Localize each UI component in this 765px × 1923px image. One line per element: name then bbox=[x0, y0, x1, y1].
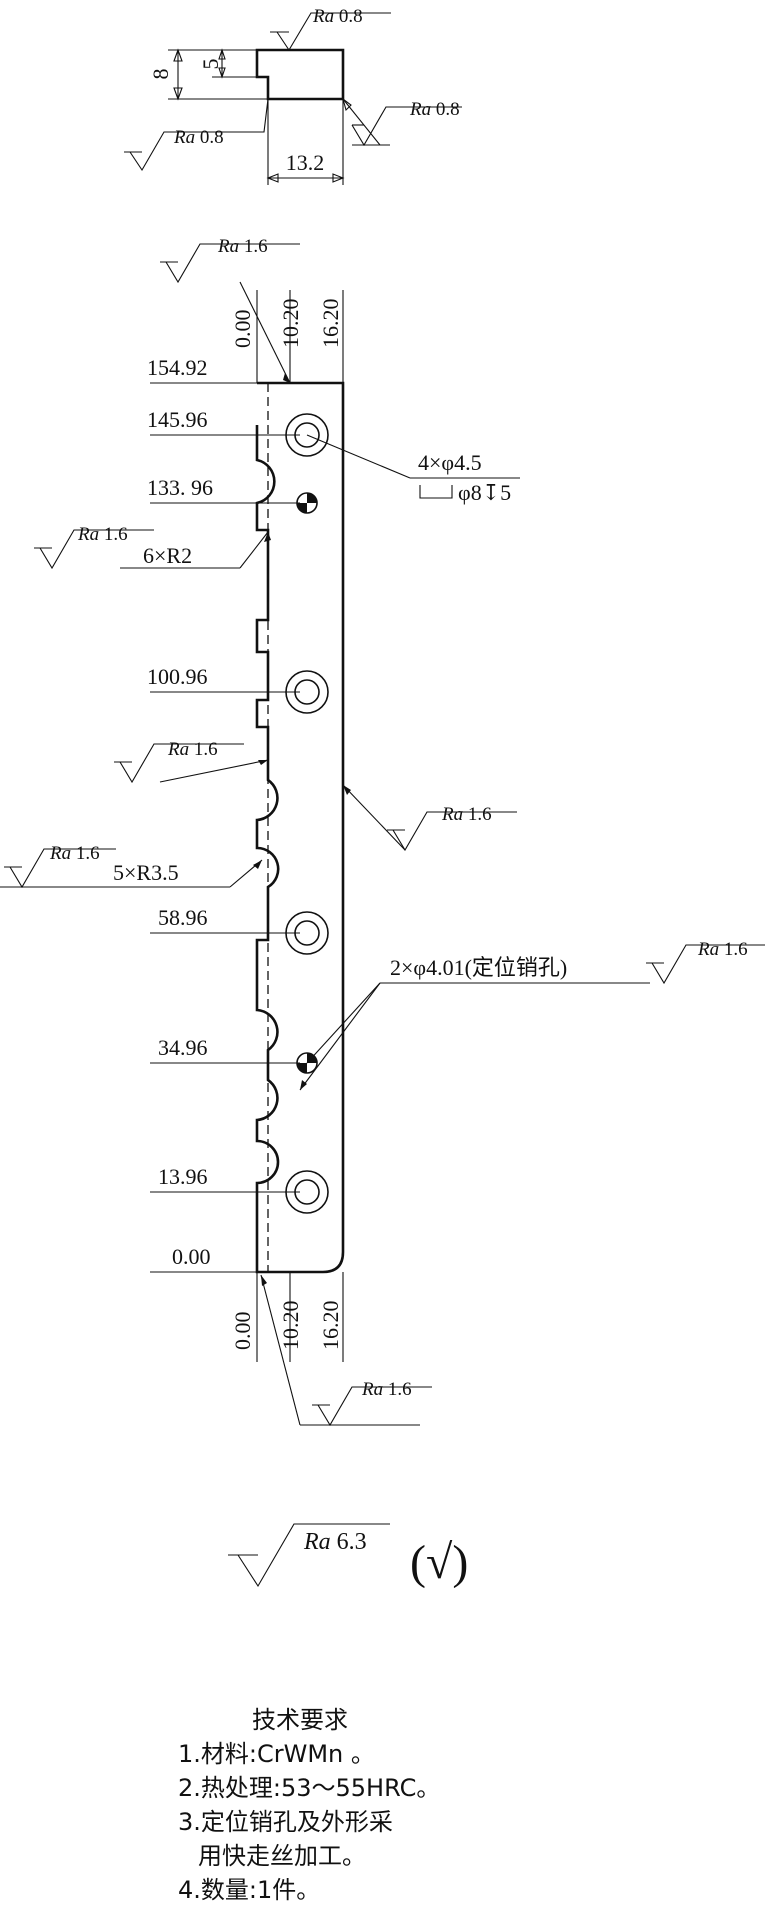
roughness-label: Ra 0.8 bbox=[409, 99, 460, 120]
roughness-symbol: Ra 1.6 bbox=[342, 784, 517, 852]
roughness-label: Ra 1.6 bbox=[697, 939, 748, 960]
main-view: 0.00 10.20 16.20 0.00 10.20 16.20 154.92… bbox=[0, 236, 765, 1427]
hole-count-label: 4×φ4.5 bbox=[418, 450, 482, 475]
tech-requirement-item: 4.数量:1件。 bbox=[178, 1876, 320, 1904]
counterbored-hole bbox=[285, 1170, 329, 1214]
counterbore-label: φ8↧5 bbox=[458, 480, 511, 505]
tech-requirement-item: 2.热处理:53～55HRC。 bbox=[178, 1774, 440, 1802]
x-coord-label: 16.20 bbox=[318, 299, 343, 349]
roughness-symbol: Ra 0.8 bbox=[124, 98, 269, 172]
tech-requirements-title: 技术要求 bbox=[252, 1706, 348, 1734]
y-coord-label: 154.92 bbox=[147, 355, 208, 380]
pin-callout: 2×φ4.01(定位销孔) bbox=[299, 955, 650, 1091]
x-coord-label: 0.00 bbox=[230, 1312, 255, 1351]
roughness-symbol: Ra 0.8 bbox=[270, 6, 391, 52]
small-radius-label: 6×R2 bbox=[143, 543, 192, 568]
roughness-symbol: Ra 1.6 bbox=[4, 843, 116, 889]
radius-callout: 6×R2 bbox=[120, 531, 271, 569]
dim-width: 13.2 bbox=[286, 150, 325, 175]
dim-height: 8 bbox=[148, 69, 173, 80]
roughness-label: Ra 1.6 bbox=[361, 1379, 412, 1400]
dim-step: 5 bbox=[198, 59, 223, 70]
x-coord-label: 0.00 bbox=[230, 310, 255, 349]
general-roughness-note: (√) bbox=[410, 1536, 468, 1589]
large-radius-label: 5×R3.5 bbox=[113, 860, 179, 885]
roughness-label: Ra 1.6 bbox=[441, 804, 492, 825]
roughness-label: Ra 0.8 bbox=[173, 127, 224, 148]
roughness-symbol: Ra 1.6 bbox=[114, 739, 269, 784]
roughness-symbol: Ra 1.6 bbox=[260, 1274, 432, 1427]
general-roughness-label: Ra 6.3 bbox=[303, 1529, 367, 1555]
tech-requirement-item: 用快走丝加工。 bbox=[198, 1842, 366, 1870]
roughness-label: Ra 1.6 bbox=[217, 236, 268, 257]
general-roughness: Ra 6.3 (√) bbox=[228, 1523, 468, 1589]
pin-label: 2×φ4.01(定位销孔) bbox=[390, 955, 567, 980]
y-coord-label: 58.96 bbox=[158, 905, 208, 930]
y-coord-label: 34.96 bbox=[158, 1035, 208, 1060]
roughness-symbol: Ra 1.6 bbox=[34, 524, 154, 570]
hole-callout: 4×φ4.5 φ8↧5 bbox=[306, 434, 520, 505]
tech-requirement-item: 1.材料:CrWMn 。 bbox=[178, 1740, 375, 1768]
dowel-pin-hole bbox=[296, 492, 318, 514]
roughness-label: Ra 1.6 bbox=[49, 843, 100, 864]
x-coord-label: 10.20 bbox=[278, 1301, 303, 1351]
counterbored-hole bbox=[285, 911, 329, 955]
top-view: 8 5 13.2 Ra 0.8 Ra 0.8 Ra 0.8 bbox=[124, 6, 462, 185]
counterbored-hole bbox=[285, 413, 329, 457]
y-coord-label: 13.96 bbox=[158, 1164, 208, 1189]
tech-requirements: 技术要求 1.材料:CrWMn 。 2.热处理:53～55HRC。 3.定位销孔… bbox=[178, 1706, 440, 1904]
radius-callout: 5×R3.5 bbox=[0, 859, 263, 888]
x-coord-label: 10.20 bbox=[278, 299, 303, 349]
y-coord-label: 0.00 bbox=[172, 1244, 211, 1269]
y-coord-label: 133. 96 bbox=[147, 475, 213, 500]
y-coord-label: 145.96 bbox=[147, 407, 208, 432]
x-coord-label: 16.20 bbox=[318, 1301, 343, 1351]
roughness-label: Ra 1.6 bbox=[167, 739, 218, 760]
roughness-symbol: Ra 1.6 bbox=[646, 939, 765, 985]
plate-outline bbox=[255, 381, 345, 1274]
roughness-label: Ra 0.8 bbox=[312, 6, 363, 27]
tech-requirement-item: 3.定位销孔及外形采 bbox=[178, 1808, 393, 1836]
roughness-symbol: Ra 0.8 bbox=[342, 97, 462, 147]
y-coord-label: 100.96 bbox=[147, 664, 208, 689]
counterbored-hole bbox=[285, 670, 329, 714]
roughness-label: Ra 1.6 bbox=[77, 524, 128, 545]
roughness-symbol: Ra 1.6 bbox=[160, 236, 300, 384]
top-view-outline bbox=[255, 48, 345, 101]
